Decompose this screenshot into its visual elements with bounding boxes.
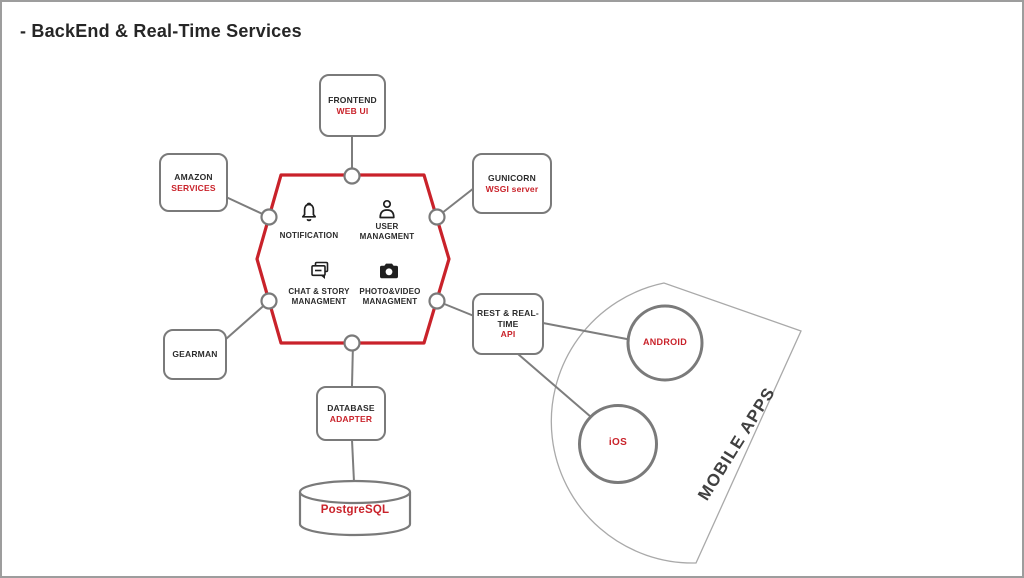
cylinder-top	[298, 479, 412, 505]
connection-point-lower-left	[260, 292, 278, 310]
node-frontend-name: FRONTEND	[328, 94, 377, 105]
connection-point-bottom	[343, 334, 361, 352]
camera-icon	[380, 263, 398, 279]
service-label-notification: NOTIFICATION	[279, 231, 339, 240]
connector-postgresql	[351, 439, 355, 483]
node-database-adapter-sub: ADAPTER	[329, 413, 373, 424]
node-rest-api: REST & REAL-TIME API	[472, 293, 544, 355]
node-amazon-name: AMAZON	[174, 171, 213, 182]
node-database-adapter-name: DATABASE	[327, 402, 375, 413]
user-icon	[379, 199, 395, 219]
node-frontend-sub: WEB UI	[336, 105, 369, 116]
cylinder-body	[298, 492, 412, 537]
connection-point-top	[343, 167, 361, 185]
node-amazon-sub: SERVICES	[171, 182, 216, 193]
backend-hexagon	[255, 173, 451, 345]
slide-title: - BackEnd & Real-Time Services	[20, 21, 302, 41]
node-rest-api-sub: API	[500, 329, 516, 340]
connection-point-upper-left	[260, 208, 278, 226]
connector-gearman	[225, 300, 270, 340]
postgresql-cylinder	[298, 479, 412, 537]
mobile-apps-region	[550, 282, 802, 564]
connection-point-lower-right	[428, 292, 446, 310]
connection-points	[260, 167, 446, 352]
android-label: ANDROID	[642, 337, 688, 347]
connector-android	[542, 322, 633, 341]
node-frontend: FRONTEND WEB UI	[319, 74, 386, 137]
node-gearman-name: GEARMAN	[172, 349, 218, 360]
service-label-photo-video-managment: PHOTO&VIDEO MANAGMENT	[359, 287, 421, 307]
android-circle	[626, 304, 704, 382]
node-amazon: AMAZON SERVICES	[159, 153, 228, 212]
chat-icon	[311, 261, 329, 279]
node-gunicorn-name: GUNICORN	[488, 172, 536, 183]
postgresql-label: PostgreSQL	[320, 504, 390, 516]
ios-circle	[578, 404, 658, 484]
service-label-chat-story-managment: CHAT & STORY MANAGMENT	[288, 287, 350, 307]
ios-label: iOS	[608, 437, 628, 448]
node-database-adapter: DATABASE ADAPTER	[316, 386, 386, 441]
node-rest-api-name: REST & REAL-TIME	[477, 308, 539, 329]
service-label-user-managment: USER MANAGMENT	[359, 222, 415, 242]
node-gunicorn: GUNICORN WSGI server	[472, 153, 552, 214]
node-gunicorn-sub: WSGI server	[485, 183, 539, 194]
connector-ios	[517, 353, 592, 418]
node-gearman: GEARMAN	[163, 329, 227, 380]
bell-icon	[301, 202, 317, 222]
connection-point-upper-right	[428, 208, 446, 226]
